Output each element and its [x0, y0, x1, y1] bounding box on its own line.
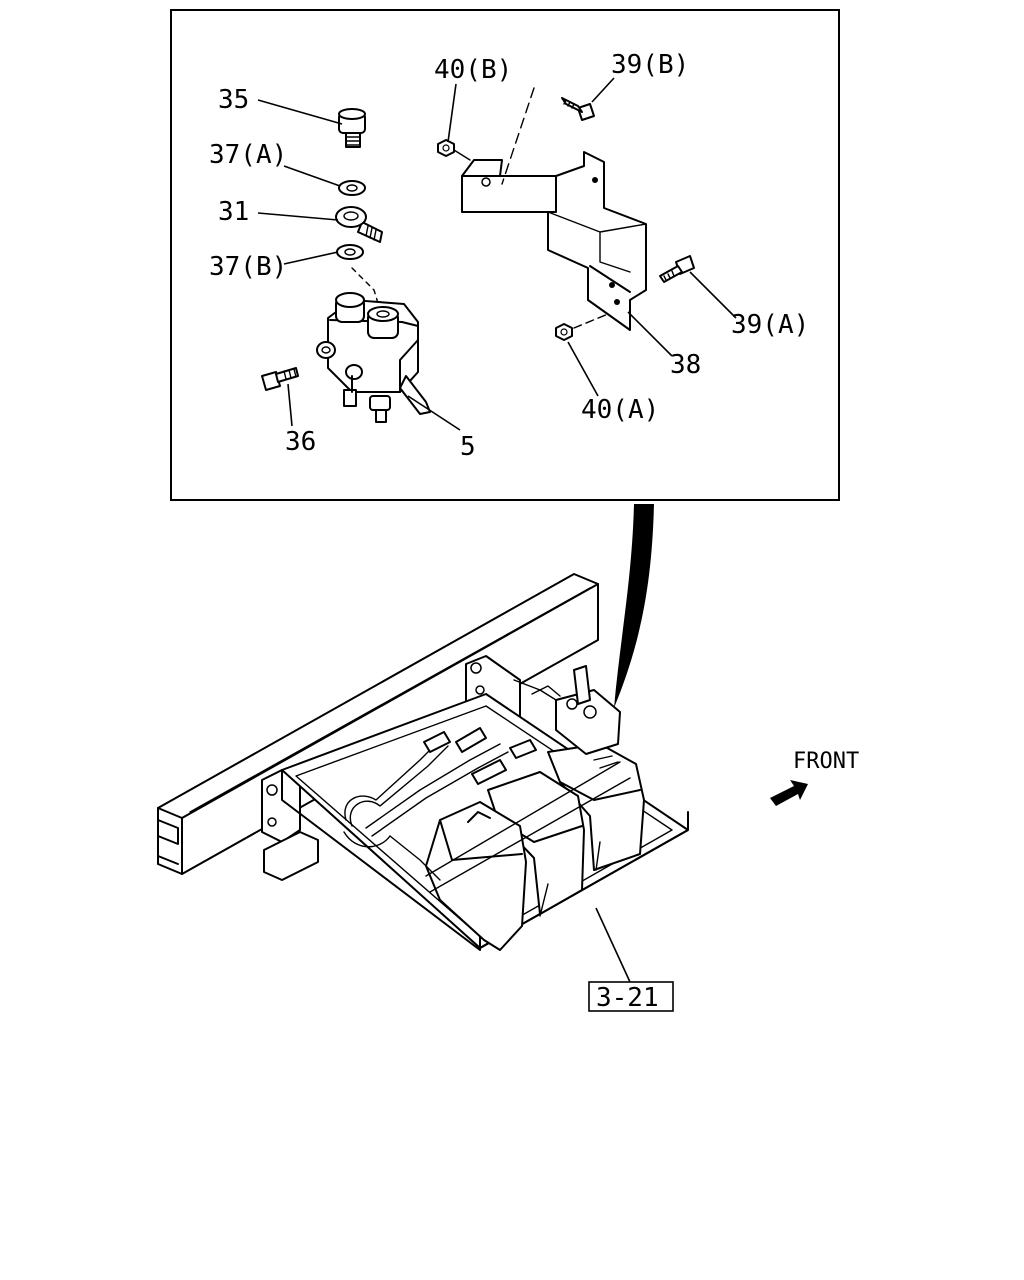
- reference-box-3-21: 3-21: [588, 981, 674, 1013]
- callout-5: 5: [460, 432, 476, 462]
- callout-36: 36: [285, 427, 316, 457]
- part-36-bolt: [261, 367, 299, 391]
- battery-cables: [343, 727, 537, 881]
- callout-35: 35: [218, 85, 249, 115]
- callout-38: 38: [670, 350, 701, 380]
- part-40a-nut: [555, 313, 609, 341]
- callout-31: 31: [218, 197, 249, 227]
- valve-mount-area: [513, 665, 621, 755]
- reference-box-label: 3-21: [596, 983, 659, 1013]
- callout-40b: 40(B): [434, 55, 512, 85]
- callout-37b: 37(B): [209, 252, 287, 282]
- leader-lines: [257, 77, 737, 431]
- callout-labels: 35 37(A) 31 37(B) 36 5 40(B) 39(B) 39(A)…: [209, 50, 809, 462]
- front-arrow-icon: [770, 780, 808, 806]
- part-5-valve-assembly: [316, 292, 431, 423]
- part-39a-bolt: [659, 255, 695, 283]
- front-direction-indicator: FRONT: [770, 749, 859, 806]
- front-label: FRONT: [793, 749, 859, 774]
- callout-39a: 39(A): [731, 310, 809, 340]
- part-39b-bolt: [561, 97, 595, 121]
- part-37b-washer: [336, 244, 364, 260]
- part-31-eye-fitting: [335, 206, 383, 243]
- part-35-banjo-bolt: [338, 108, 366, 148]
- detail-connector-arrow: [614, 504, 654, 708]
- detail-inset-frame: [170, 9, 840, 501]
- part-40b-nut: [437, 139, 471, 161]
- callout-37a: 37(A): [209, 140, 287, 170]
- part-37a-washer: [338, 180, 366, 196]
- battery-block: [425, 743, 645, 951]
- part-38-bracket: [461, 151, 647, 331]
- battery-tray-assembly: [261, 655, 689, 951]
- callout-39b: 39(B): [611, 50, 689, 80]
- callout-40a: 40(A): [581, 395, 659, 425]
